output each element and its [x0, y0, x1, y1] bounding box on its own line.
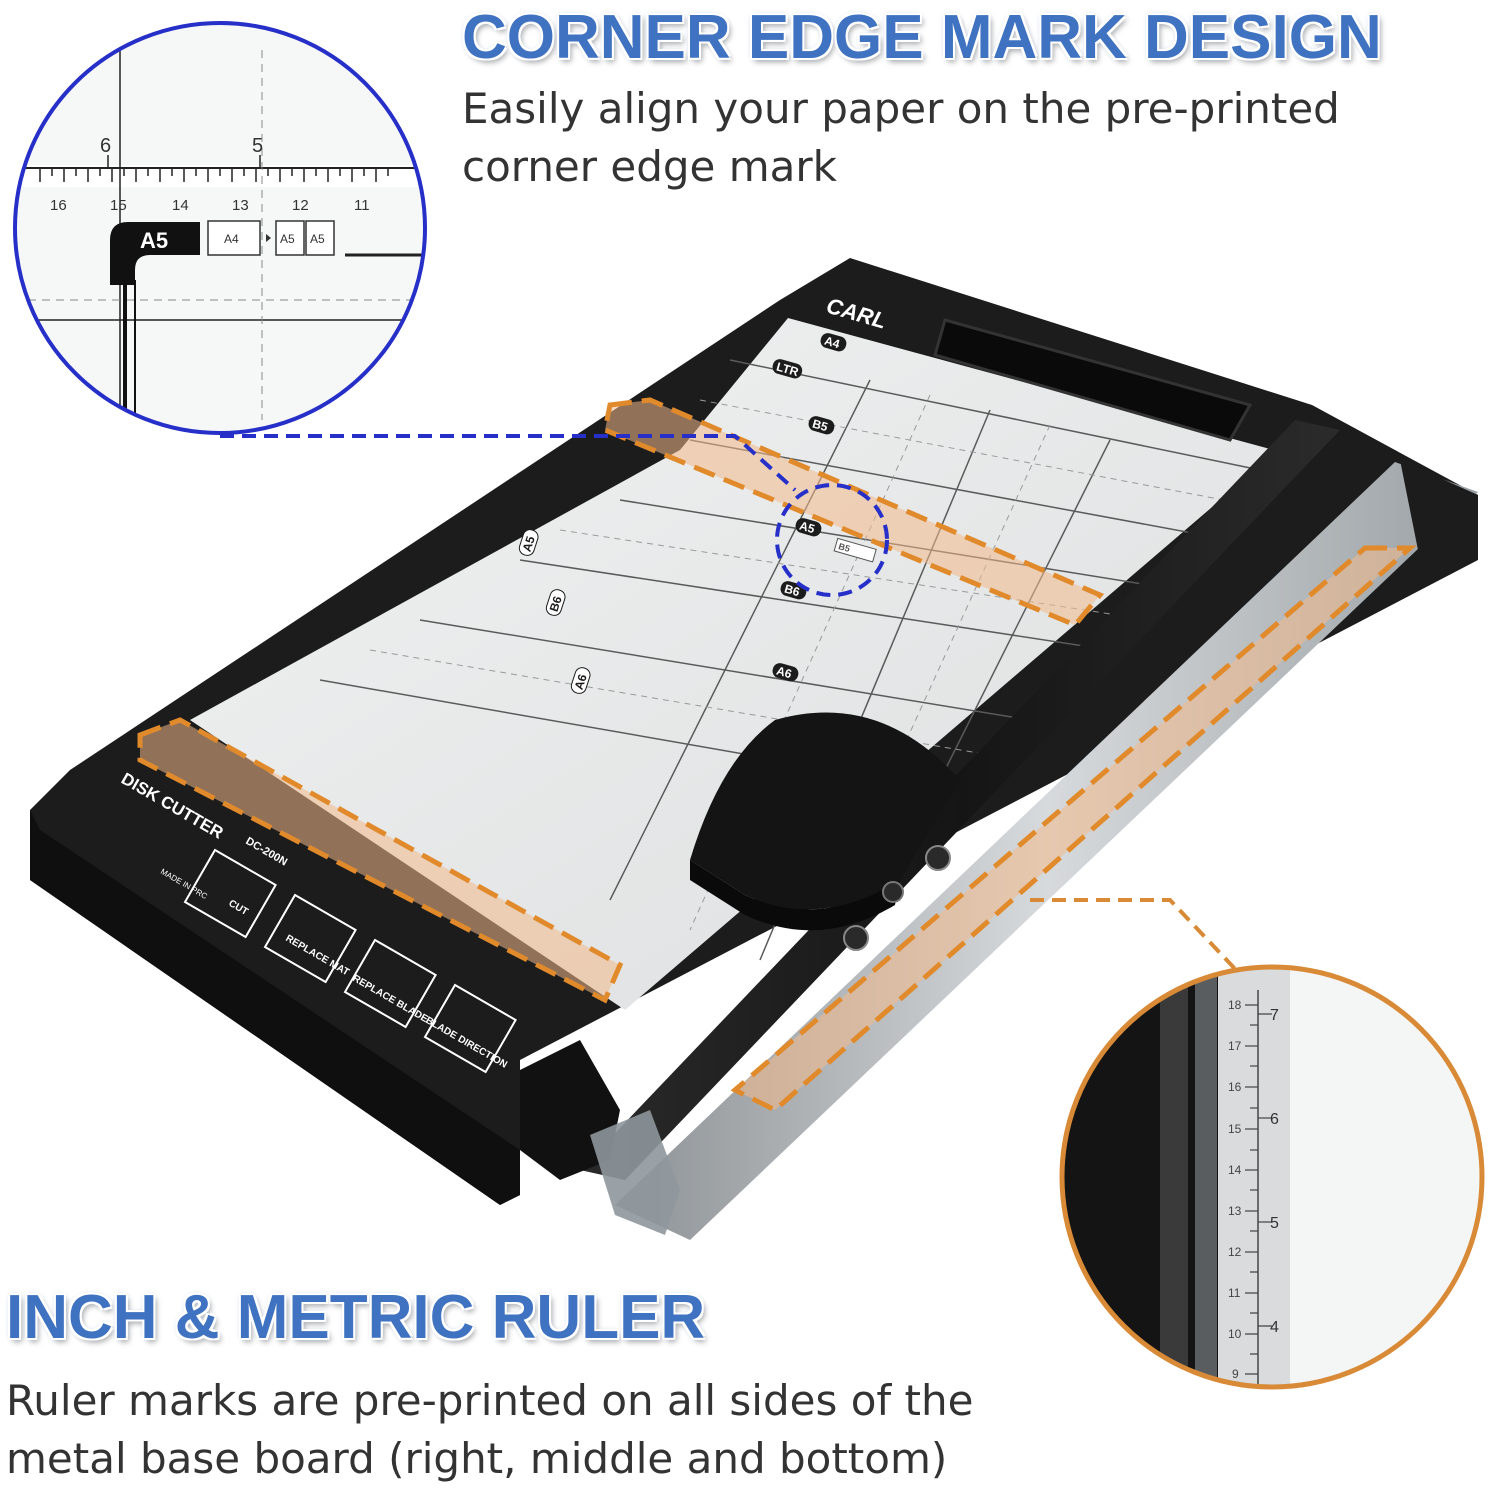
cm-number: 17 — [1228, 1039, 1242, 1053]
corner-mark-a4: A4 — [224, 232, 239, 246]
cm-number: 13 — [1228, 1204, 1242, 1218]
ruler-connector — [1030, 898, 1257, 992]
description-line: corner edge mark — [462, 142, 837, 191]
cutter-base-edge — [30, 810, 520, 1205]
cutter-rail — [580, 420, 1340, 1180]
cm-number: 9 — [1232, 1367, 1239, 1381]
zoom-ruler-ticks — [1245, 1004, 1272, 1375]
description-line: Easily align your paper on the pre-print… — [462, 84, 1340, 133]
cm-number: 16 — [50, 197, 67, 214]
cm-number: 12 — [1228, 1245, 1242, 1259]
ruler-highlights — [137, 397, 1417, 1113]
handle-recess — [933, 318, 1253, 442]
corner-connector — [220, 434, 797, 492]
board-size-marks: A4 LTR B5 A5 B6 A6 A5 B6 — [518, 333, 877, 694]
inch-number: 7 — [1270, 1007, 1279, 1024]
mark-label: A6 — [572, 672, 590, 691]
cutter-head[interactable] — [690, 712, 960, 951]
rail-right-end — [1400, 460, 1478, 560]
mark-label: B6 — [783, 581, 802, 599]
inch-number: 6 — [1270, 1111, 1279, 1128]
cm-number: 12 — [292, 197, 309, 214]
mark-label: A4 — [823, 333, 842, 351]
cm-number: 14 — [172, 197, 189, 214]
corner-mark-box: A5 — [310, 232, 325, 246]
cm-number: 15 — [1228, 1122, 1242, 1136]
ruler-highlight-middle — [602, 397, 1105, 629]
ruler-highlight-right — [730, 545, 1417, 1113]
description-line: metal base board (right, middle and bott… — [6, 1434, 948, 1483]
inch-number: 5 — [252, 135, 263, 157]
mark-label: B5 — [811, 416, 830, 434]
mark-label: A5 — [520, 534, 538, 553]
mark-label: A5 — [798, 518, 817, 536]
description-line: Ruler marks are pre-printed on all sides… — [6, 1376, 974, 1425]
inch-number: 6 — [100, 135, 111, 157]
cm-number: 10 — [1228, 1327, 1242, 1341]
cutting-board — [190, 318, 1292, 1010]
corner-mark-a5: A5 — [140, 228, 168, 253]
cm-number: 11 — [354, 197, 370, 214]
cm-number: 14 — [1228, 1163, 1242, 1177]
mark-label: LTR — [775, 359, 801, 379]
cm-number: 13 — [232, 197, 249, 214]
cm-number: 15 — [110, 197, 127, 214]
cm-number: 16 — [1228, 1080, 1242, 1094]
ruler-highlight-bottom — [137, 717, 624, 1004]
ruler-description: Ruler marks are pre-printed on all sides… — [6, 1372, 973, 1488]
cm-number: 11 — [1228, 1286, 1241, 1300]
inch-number: 4 — [1270, 1319, 1279, 1336]
corner-edge-description: Easily align your paper on the pre-print… — [462, 80, 1340, 196]
corner-zoom: 6 5 16 15 14 13 12 11 A5 A4 A5 A5 — [13, 21, 427, 435]
ruler-zoom: 18 17 16 15 14 13 12 11 10 9 7 6 5 4 — [1059, 964, 1485, 1390]
ruler-title: INCH & METRIC RULER — [6, 1283, 706, 1352]
cm-number: 18 — [1228, 998, 1242, 1012]
mark-label: A6 — [775, 663, 794, 681]
corner-edge-title: CORNER EDGE MARK DESIGN — [462, 3, 1382, 72]
mark-label: B6 — [547, 594, 565, 613]
ruler-ticks — [39, 155, 389, 182]
inch-number: 5 — [1270, 1215, 1279, 1232]
corner-focus-ring — [775, 483, 889, 597]
corner-mark-box: A5 — [280, 232, 295, 246]
silver-guide-cap — [590, 1110, 680, 1235]
mark-label: B5 — [837, 541, 851, 554]
